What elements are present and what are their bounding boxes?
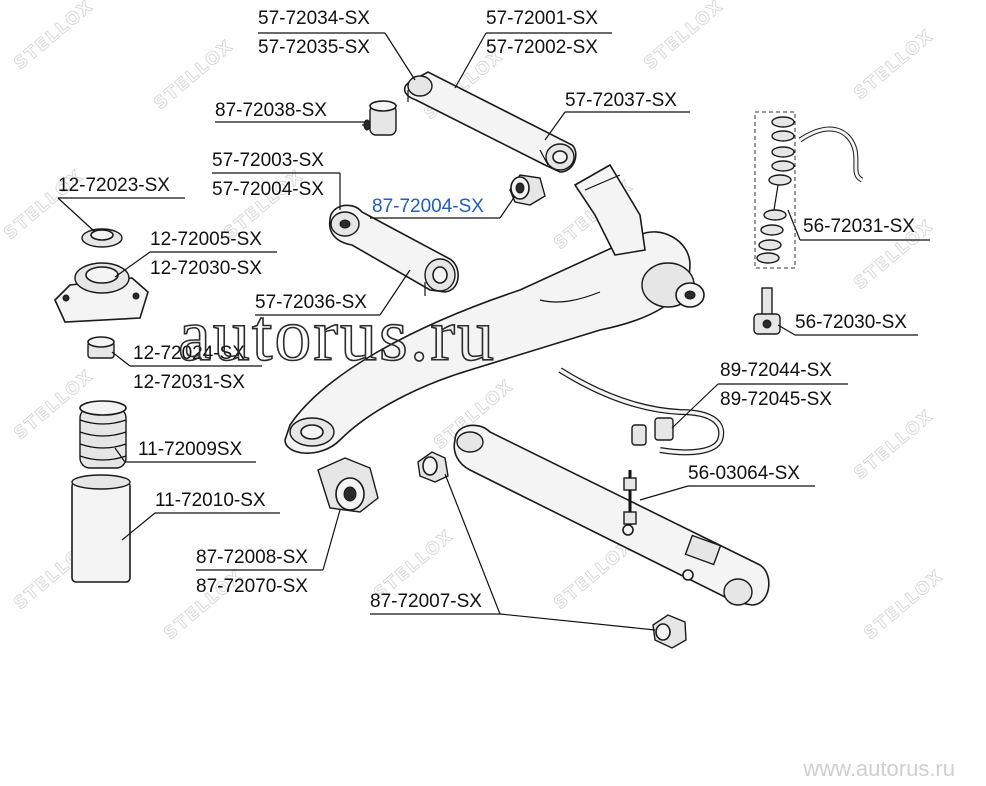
label-12-72005: 12-72005-SX [150,229,262,250]
label-57-72034: 57-72034-SX [258,8,370,29]
brand-watermark: STELLOX [850,406,938,484]
label-87-72008: 87-72008-SX [196,547,308,568]
label-11-72010: 11-72010-SX [155,490,266,511]
bushing-87-72008 [317,457,379,513]
label-57-72036: 57-72036-SX [255,292,367,313]
rear-axle-beam [284,163,705,454]
label-56-72031: 56-72031-SX [803,216,915,237]
label-89-72045: 89-72045-SX [720,389,832,410]
label-12-72030: 12-72030-SX [150,258,262,279]
label-56-72030: 56-72030-SX [795,312,907,333]
spring-seat-12-72023 [81,228,123,248]
stabilizer-link-56-03064 [623,470,637,525]
label-57-72004: 57-72004-SX [212,179,324,200]
dust-boot-11-72010 [71,474,131,583]
bump-stop-11-72009 [79,400,127,469]
brand-watermark: STELLOX [640,0,728,74]
label-89-72044: 89-72044-SX [720,360,832,381]
leader-lines [57,32,930,631]
part-number-labels: 57-72034-SX 57-72035-SX 57-72001-SX 57-7… [58,8,915,612]
label-11-72009: 11-72009SX [138,439,243,460]
strut-mount-12-72030 [54,262,149,323]
brand-watermark: STELLOX [10,0,98,74]
label-57-72003: 57-72003-SX [212,150,324,171]
link-kit-56-72031 [754,111,864,269]
bushing-87-72038 [362,100,397,136]
brand-watermark: STELLOX [860,566,948,644]
trailing-arm [453,424,770,606]
brand-watermark: STELLOX [850,26,938,104]
label-12-72024: 12-72024-SX [133,343,245,364]
bushing-87-72007 [417,451,687,649]
stabilizer-bar [558,367,725,456]
label-57-72037: 57-72037-SX [565,90,677,111]
label-57-72035: 57-72035-SX [258,37,370,58]
bump-stop-cap-12-72024 [87,336,115,359]
label-57-72001: 57-72001-SX [486,8,598,29]
label-56-03064: 56-03064-SX [688,463,800,484]
label-87-72038: 87-72038-SX [215,100,327,121]
lower-control-arm [328,204,459,296]
label-12-72031: 12-72031-SX [133,372,245,393]
label-12-72023: 12-72023-SX [58,175,170,196]
label-57-72002: 57-72002-SX [486,37,598,58]
stabilizer-link-56-72030 [753,287,781,335]
upper-control-arm [403,71,577,173]
label-87-72070: 87-72070-SX [196,576,308,597]
bushing-87-72004 [509,174,546,206]
label-87-72004[interactable]: 87-72004-SX [372,196,484,217]
site-watermark: autorus.ru [178,295,496,377]
label-87-72007: 87-72007-SX [370,591,482,612]
footer-watermark: www.autorus.ru [802,756,955,781]
